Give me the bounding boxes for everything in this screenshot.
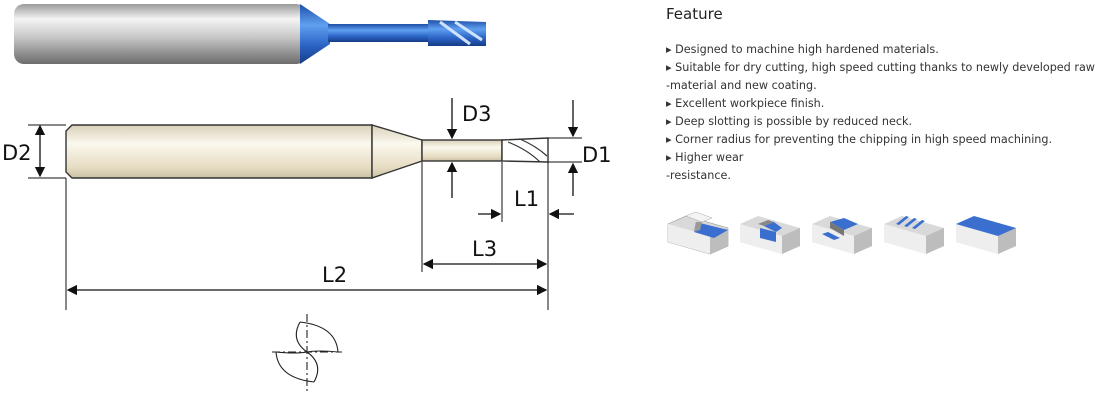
feature-panel: Feature ▸ Designed to machine high harde…: [666, 0, 1101, 408]
label-d1: D1: [582, 143, 612, 167]
feature-item: ▸ Excellent workpiece finish.: [666, 97, 825, 110]
neck-taper: [300, 4, 330, 64]
label-d2: D2: [2, 141, 32, 165]
drawing-shank: [65, 124, 373, 179]
application-icons: [666, 206, 1026, 256]
shank-body: [14, 4, 306, 64]
label-l1: L1: [514, 187, 539, 211]
cross-section-view: [272, 314, 342, 392]
feature-item: ▸ Higher wear: [666, 151, 744, 164]
feature-item: -material and new coating.: [666, 79, 817, 92]
label-l3: L3: [472, 237, 497, 261]
feature-list: ▸ Designed to machine high hardened mate…: [666, 41, 1101, 185]
drawing-neck: [421, 139, 503, 162]
feature-item: -resistance.: [666, 169, 731, 182]
tool-drawing-panel: D2 D3 D1 L1 L3 L2: [2, 4, 612, 392]
feature-item: ▸ Deep slotting is possible by reduced n…: [666, 115, 913, 128]
slot-milling-icon: [740, 216, 800, 254]
label-d3: D3: [462, 102, 492, 126]
multi-groove-icon: [884, 216, 944, 254]
feature-heading: Feature: [666, 5, 723, 23]
end-mill-photo: [14, 4, 486, 64]
feature-item: ▸ Designed to machine high hardened mate…: [666, 43, 939, 56]
pocket-milling-icon: [812, 216, 872, 254]
face-milling-icon: [956, 216, 1016, 254]
feature-item: ▸ Suitable for dry cutting, high speed c…: [666, 61, 1095, 74]
dimension-drawing: D2 D3 D1 L1 L3 L2: [2, 98, 612, 392]
step-milling-icon: [667, 211, 729, 255]
neck: [328, 24, 428, 42]
feature-item: ▸ Corner radius for preventing the chipp…: [666, 133, 1053, 146]
label-l2: L2: [322, 263, 347, 287]
